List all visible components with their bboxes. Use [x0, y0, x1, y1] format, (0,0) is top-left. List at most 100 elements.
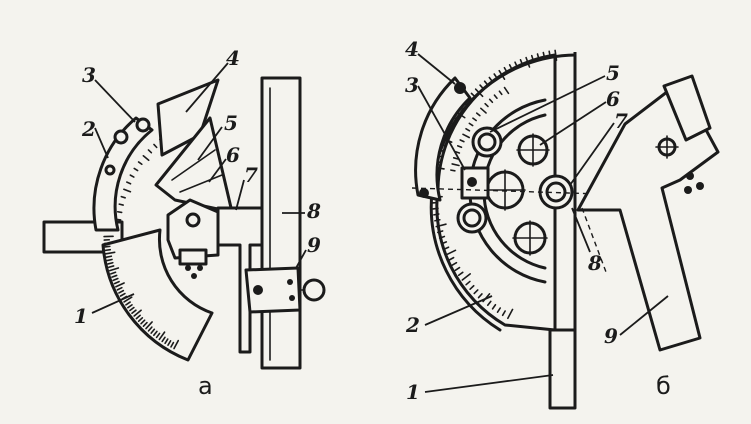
- scale-tick: [548, 50, 551, 58]
- scale-tick: [140, 319, 146, 325]
- scale-tick: [514, 61, 518, 68]
- scale-tick: [491, 303, 497, 310]
- scale-tick: [469, 284, 475, 290]
- fig-a-vernier: [92, 116, 154, 232]
- scale-tick: [137, 161, 143, 166]
- scale-tick: [440, 241, 448, 245]
- scale-tick: [116, 286, 123, 291]
- fig-b-label-4: 4: [405, 37, 419, 61]
- scale-tick: [434, 218, 441, 222]
- scale-tick: [451, 261, 458, 267]
- scale-tick: [472, 117, 477, 122]
- scale-tick: [435, 223, 447, 228]
- scale-tick: [104, 248, 112, 252]
- scale-tick: [519, 58, 524, 66]
- fig-a-screw: [104, 164, 116, 176]
- scale-tick: [479, 84, 485, 90]
- scale-tick: [501, 310, 506, 317]
- scale-tick: [108, 267, 120, 272]
- scale-tick: [488, 98, 494, 104]
- scale-tick: [125, 301, 131, 306]
- scale-tick: [448, 256, 455, 261]
- scale-tick: [452, 156, 459, 160]
- scale-tick: [493, 94, 498, 100]
- scale-tick: [127, 304, 133, 309]
- scale-tick: [119, 292, 126, 297]
- fig-a-label-6: 6: [226, 143, 240, 167]
- scale-tick: [465, 127, 471, 132]
- fig-a-label-9: 9: [307, 233, 321, 257]
- fig-a-label-4: 4: [226, 46, 240, 70]
- scale-tick: [462, 133, 471, 139]
- scale-tick: [129, 306, 135, 312]
- scale-tick: [493, 73, 498, 79]
- scale-tick: [525, 56, 531, 68]
- scale-tick: [153, 330, 158, 337]
- scale-tick: [470, 92, 476, 98]
- fig-a-hub-screw: [185, 212, 201, 228]
- figure-b-labels: 1 2 3 4 5 6 7 8 9 б: [405, 37, 671, 404]
- fig-b-screw: [454, 82, 466, 94]
- scale-tick: [508, 64, 513, 71]
- scale-tick: [454, 150, 461, 154]
- fig-b-label-8: 8: [587, 251, 602, 275]
- scale-tick: [147, 149, 153, 154]
- scale-tick: [486, 300, 492, 307]
- scale-tick: [120, 195, 126, 199]
- scale-tick: [107, 261, 114, 265]
- scale-tick: [129, 174, 135, 178]
- fig-b-vernier: [414, 76, 472, 202]
- scale-tick: [167, 340, 172, 346]
- scale-tick: [450, 169, 456, 172]
- fig-b-blade-arm: [576, 80, 720, 352]
- scale-tick: [507, 308, 514, 320]
- fig-b-caption: б: [656, 372, 671, 400]
- scale-tick: [477, 293, 483, 299]
- scale-tick: [454, 266, 461, 272]
- scale-tick: [480, 107, 487, 114]
- scale-tick: [123, 188, 132, 193]
- fig-a-label-8: 8: [306, 199, 321, 223]
- scale-tick: [173, 339, 180, 350]
- fig-a-protractor-scale: [101, 228, 214, 362]
- scale-tick: [503, 66, 508, 73]
- fig-a-label-2: 2: [81, 117, 96, 141]
- scale-tick: [142, 321, 148, 327]
- fig-a-scale-ticks: [103, 235, 180, 350]
- scale-tick: [106, 258, 113, 262]
- scale-tick: [118, 203, 124, 206]
- figure-b: [411, 49, 720, 410]
- scale-tick: [105, 251, 116, 255]
- fig-a-slider-clamp: [244, 266, 302, 314]
- scale-tick: [131, 309, 137, 315]
- scale-tick: [150, 328, 156, 334]
- scale-tick: [437, 230, 444, 234]
- scale-tick: [105, 255, 113, 258]
- scale-tick: [142, 154, 150, 162]
- scale-tick: [111, 274, 118, 278]
- scale-tick: [433, 213, 440, 216]
- figure-a: [42, 62, 326, 370]
- scale-tick: [474, 88, 484, 98]
- scale-tick: [465, 280, 471, 286]
- scale-tick: [475, 112, 481, 117]
- fig-a-caption: а: [198, 372, 213, 400]
- scale-tick: [536, 53, 540, 60]
- scale-tick: [484, 102, 489, 108]
- scale-tick: [468, 122, 474, 127]
- scale-tick: [133, 167, 139, 172]
- scale-tick: [438, 235, 446, 239]
- scale-tick: [461, 273, 471, 281]
- fig-a-label-5: 5: [224, 111, 238, 135]
- scale-tick: [155, 332, 161, 339]
- scale-tick: [170, 341, 175, 348]
- scale-tick: [116, 210, 123, 214]
- fig-b-label-3: 3: [405, 73, 419, 97]
- scale-tick: [443, 246, 450, 251]
- scale-tick: [108, 265, 115, 269]
- fig-b-label-7: 7: [614, 109, 628, 133]
- scale-tick: [158, 331, 166, 341]
- scale-tick: [123, 296, 133, 303]
